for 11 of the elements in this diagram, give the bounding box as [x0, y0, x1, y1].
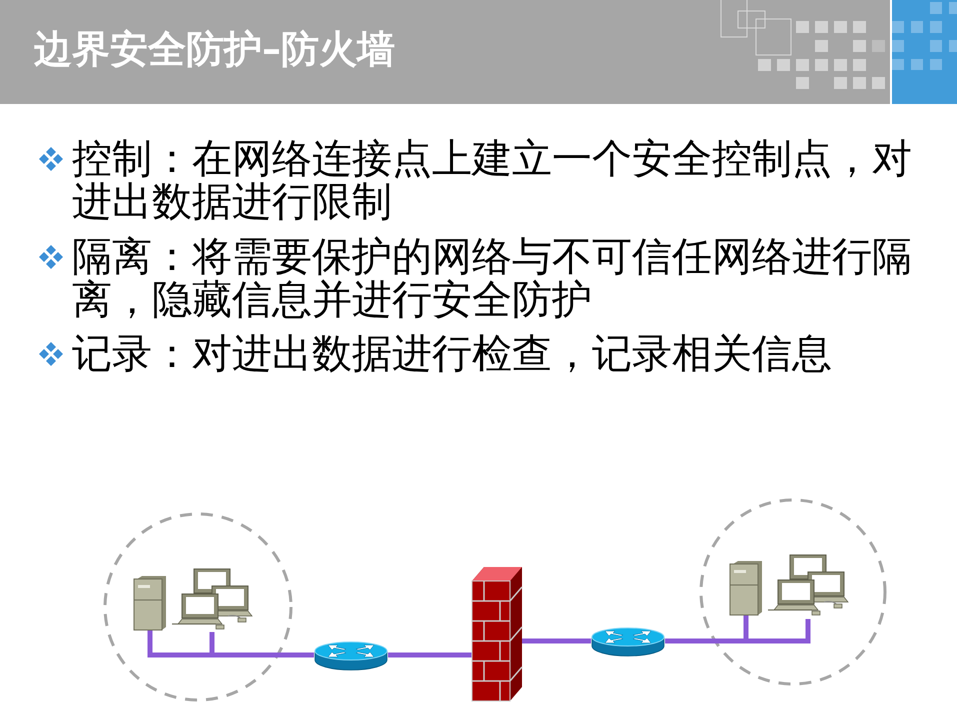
router-icon [591, 627, 665, 657]
bullet-text: 控制：在网络连接点上建立一个安全控制点，对进出数据进行限制 [72, 138, 913, 224]
bullet-text: 记录：对进出数据进行检查，记录相关信息 [72, 333, 833, 376]
router-icon [314, 641, 388, 671]
slide-title: 边界安全防护–防火墙 [34, 26, 395, 73]
network-link [522, 638, 591, 644]
bullet-text: 隔离：将需要保护的网络与不可信任网络进行隔离，隐藏信息并进行安全防护 [72, 236, 913, 322]
network-link [388, 652, 472, 658]
server-icon [730, 561, 762, 615]
firewall-icon [472, 567, 522, 701]
server-icon [134, 576, 166, 630]
